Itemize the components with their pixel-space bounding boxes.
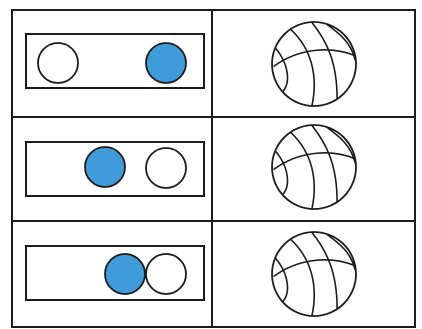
figure-row (26, 22, 356, 106)
filled-circle (105, 254, 145, 294)
circle-box (26, 142, 204, 196)
figure-row (26, 232, 356, 316)
circle-box (26, 246, 204, 300)
filled-circle (146, 43, 186, 83)
empty-circle (146, 148, 186, 188)
circle-box (26, 34, 204, 88)
basketball-icon (272, 232, 356, 316)
basketball-icon (272, 125, 356, 209)
empty-circle (146, 254, 186, 294)
figure-row (26, 125, 356, 209)
basketball-icon (272, 22, 356, 106)
empty-circle (38, 43, 78, 83)
filled-circle (85, 147, 125, 187)
